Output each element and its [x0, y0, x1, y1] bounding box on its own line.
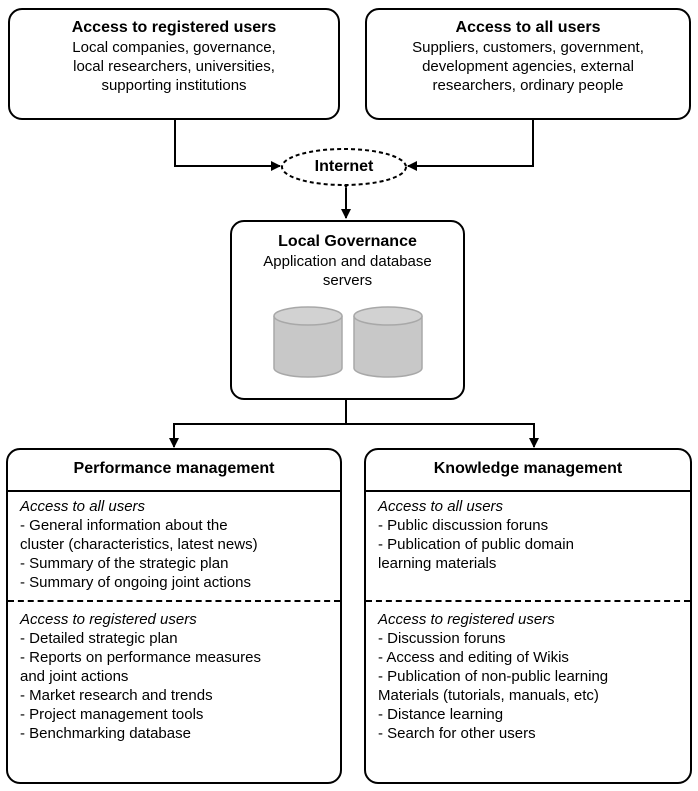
performance-public-line: - Summary of the strategic plan [20, 555, 229, 572]
knowledge-management-box: Knowledge management Access to all users… [364, 448, 692, 784]
performance-registered-line: - Project management tools [20, 706, 204, 723]
internet-label: Internet [314, 158, 374, 175]
knowledge-registered-line: Materials (tutorials, manuals, etc) [378, 687, 599, 704]
performance-public-line: cluster (characteristics, latest news) [20, 536, 258, 553]
server-box: Local Governance Application and databas… [230, 220, 465, 400]
performance-public-heading: Access to all users [20, 498, 146, 515]
knowledge-registered-line: - Distance learning [378, 706, 504, 723]
performance-registered-line: - Reports on performance measures [20, 649, 261, 666]
knowledge-section-divider [366, 600, 690, 602]
knowledge-public-heading: Access to all users [378, 498, 504, 515]
all-users-line-2: development agencies, external [422, 58, 634, 75]
performance-registered-section: Access to registered users - Detailed st… [20, 610, 332, 743]
knowledge-title-divider [366, 490, 690, 492]
knowledge-registered-line: - Search for other users [378, 725, 536, 742]
registered-users-line-3: supporting institutions [101, 77, 247, 94]
database-cylinder-icon [273, 306, 343, 378]
performance-title-divider [8, 490, 340, 492]
server-title: Local Governance [278, 233, 417, 250]
performance-registered-line: and joint actions [20, 668, 129, 685]
server-line-2: servers [322, 272, 373, 289]
knowledge-registered-line: - Access and editing of Wikis [378, 649, 569, 666]
database-cylinder-icon [353, 306, 423, 378]
knowledge-title: Knowledge management [433, 460, 623, 477]
knowledge-public-line: - Public discussion foruns [378, 517, 549, 534]
connector-server-performance [169, 423, 346, 448]
knowledge-registered-line: - Discussion foruns [378, 630, 506, 647]
performance-registered-line: - Detailed strategic plan [20, 630, 178, 647]
knowledge-registered-line: - Publication of non-public learning [378, 668, 609, 685]
connector-server-knowledge [346, 423, 539, 448]
knowledge-public-line: learning materials [378, 555, 497, 572]
connector-all-internet [407, 111, 538, 171]
performance-public-line: - Summary of ongoing joint actions [20, 574, 251, 591]
internet-cloud [281, 148, 407, 186]
performance-registered-line: - Benchmarking database [20, 725, 191, 742]
all-users-title: Access to all users [455, 19, 601, 36]
performance-registered-line: - Market research and trends [20, 687, 213, 704]
performance-public-section: Access to all users - General informatio… [20, 497, 332, 592]
knowledge-public-section: Access to all users - Public discussion … [378, 497, 682, 573]
all-users-line-1: Suppliers, customers, government, [412, 39, 644, 56]
registered-users-title: Access to registered users [71, 19, 277, 36]
performance-registered-heading: Access to registered users [20, 611, 197, 628]
connector-registered-internet [170, 111, 281, 171]
database-servers-icon [273, 306, 423, 378]
registered-users-line-1: Local companies, governance, [72, 39, 276, 56]
performance-section-divider [8, 600, 340, 602]
server-line-1: Application and database [263, 253, 432, 270]
registered-users-box: Access to registered users Local compani… [8, 8, 340, 120]
all-users-line-3: researchers, ordinary people [432, 77, 624, 94]
registered-users-line-2: local researchers, universities, [73, 58, 275, 75]
performance-title: Performance management [73, 460, 275, 477]
knowledge-public-line: - Publication of public domain [378, 536, 574, 553]
performance-public-line: - General information about the [20, 517, 228, 534]
performance-management-box: Performance management Access to all use… [6, 448, 342, 784]
knowledge-registered-section: Access to registered users - Discussion … [378, 610, 682, 743]
all-users-box: Access to all users Suppliers, customers… [365, 8, 691, 120]
knowledge-registered-heading: Access to registered users [378, 611, 555, 628]
